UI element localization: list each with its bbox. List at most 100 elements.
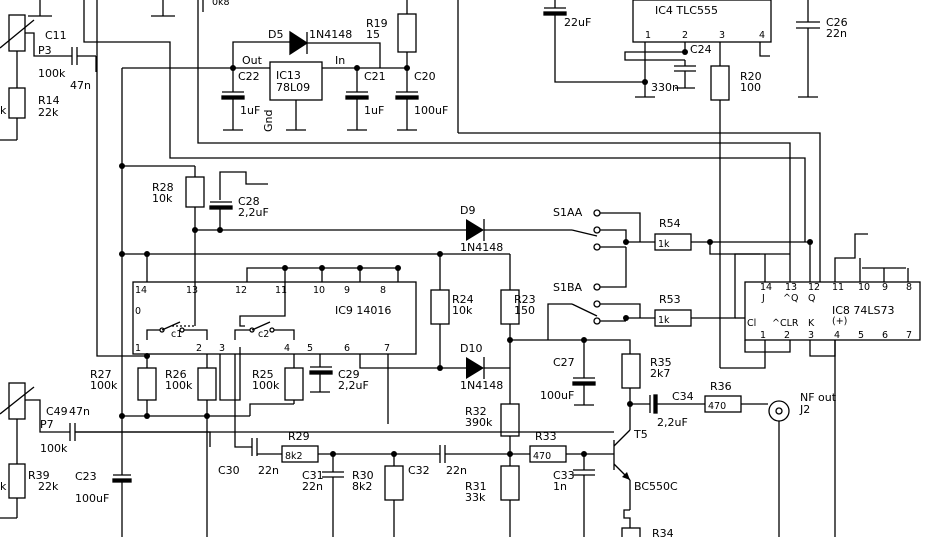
p3-label: P3: [38, 44, 52, 57]
r24-value: 10k: [452, 304, 473, 317]
c30-label: C30: [218, 464, 240, 477]
ic8-section: IC8 74LS73 14 13 12 11 10 9 8 J ^Q Q (+)…: [709, 233, 921, 537]
ic4-pin3: 3: [719, 30, 725, 41]
d5-value: 1N4148: [309, 28, 352, 41]
r36-label: R36: [710, 380, 732, 393]
c26-value: 22n: [826, 27, 847, 40]
r28-label: R28: [152, 181, 174, 194]
r23-value: 150: [514, 304, 535, 317]
d5-label: D5: [268, 28, 283, 41]
c27-label: C27: [553, 356, 575, 369]
r35-body: [621, 353, 641, 389]
c1-switch-label: c1: [171, 329, 182, 340]
r30-body: [384, 465, 404, 501]
diodes-switch-section: D9 1N4148 S1AA 1k R54 S1BA 1k R53: [460, 204, 813, 340]
r54-value: 1k: [658, 239, 670, 250]
ic8-sig-q: Q: [808, 293, 815, 304]
ic9-section: IC9 14016 0 14 13 12 11 10 9 8 1 2 3 4 5…: [96, 0, 510, 448]
r31-value: 33k: [465, 491, 486, 504]
ic8-pin2: 2: [784, 330, 790, 341]
d9-diode: [466, 219, 484, 241]
ic8-pin3: 3: [808, 330, 814, 341]
ic8-pin14: 14: [760, 282, 772, 293]
r34-label: R34: [652, 527, 674, 537]
p7-value: 100k: [40, 442, 68, 455]
ic4-pin2: 2: [682, 30, 688, 41]
ic9-label: IC9 14016: [335, 304, 391, 317]
c49-label: C49: [46, 405, 68, 418]
ic8-pin8: 8: [906, 282, 912, 293]
ic9-resistors: R27 100k R26 100k R25 100k C29 2,2uF: [90, 366, 369, 419]
c24-value: 330n: [651, 81, 679, 94]
top-left-value-label: 0k8: [212, 0, 230, 8]
r23-label: R23: [514, 293, 536, 306]
r24-body: [430, 289, 450, 325]
ic8-pin13: 13: [785, 282, 797, 293]
r35-label: R35: [650, 356, 672, 369]
r30-label: R30: [352, 469, 374, 482]
c29-value: 2,2uF: [338, 379, 369, 392]
power-supply-section: D5 1N4148 R19 15 IC13 78L09 Out In Gnd C…: [122, 0, 791, 250]
r39-value: 22k: [38, 480, 59, 493]
r26-body: [197, 367, 217, 401]
r30-value: 8k2: [352, 480, 372, 493]
ic8-body: [744, 281, 921, 341]
c28-label: C28: [238, 195, 260, 208]
ic8-sig-nq: ^Q: [783, 293, 798, 304]
ic8-pin11: 11: [832, 282, 844, 293]
c32-label: C32: [408, 464, 430, 477]
ic4-label: IC4 TLC555: [655, 4, 718, 17]
d10-diode: [466, 357, 484, 379]
ic8-label: IC8 74LS73: [832, 304, 895, 317]
c26-label: C26: [826, 16, 848, 29]
c34-label: C34: [672, 390, 694, 403]
ic8-sig-nclr: ^CLR: [772, 318, 799, 329]
c2-switch-label: c2: [258, 329, 269, 340]
ic9-pin6: 6: [344, 343, 350, 354]
r26-value: 100k: [165, 379, 193, 392]
ic8-sig-j: J: [761, 293, 765, 304]
c33-value: 1n: [553, 480, 567, 493]
c22-value: 1uF: [240, 104, 260, 117]
r20-value: 100: [740, 81, 761, 94]
d5-diode: [289, 30, 309, 56]
r20-body: [710, 65, 730, 101]
p3-r14-section: 0k8 C11 P3 100k 47n R14 22k k: [0, 0, 806, 242]
c22-label: C22: [238, 70, 260, 83]
left-edge-k-top: k: [0, 104, 7, 117]
r28-value: 10k: [152, 192, 173, 205]
r23-r24-d10-section: R24 10k R23 150 D10 1N4148 C27 100uF R32…: [430, 254, 631, 537]
ic9-pin9: 9: [344, 285, 350, 296]
ic8-pin7: 7: [906, 330, 912, 341]
ic8-pin10: 10: [858, 282, 870, 293]
d10-label: D10: [460, 342, 482, 355]
ic4-pin1: 1: [645, 30, 651, 41]
c33-label: C33: [553, 469, 575, 482]
r14-label: R14: [38, 94, 60, 107]
ic13-in-label: In: [335, 54, 345, 67]
ic8-sig-cl: Cl: [747, 318, 756, 329]
ic9-pin2: 2: [196, 343, 202, 354]
r24-label: R24: [452, 293, 474, 306]
ic4-pin4: 4: [759, 30, 765, 41]
s1ba-label: S1BA: [553, 281, 583, 294]
c31-label: C31: [302, 469, 324, 482]
nf-out-label: NF out: [800, 391, 837, 404]
ic9-pin8: 8: [380, 285, 386, 296]
ic8-pin9: 9: [882, 282, 888, 293]
ic9-pin3: 3: [219, 343, 225, 354]
r53-value: 1k: [658, 315, 670, 326]
c32-value: 22n: [446, 464, 467, 477]
j2-label: J2: [799, 403, 810, 416]
d9-value: 1N4148: [460, 241, 503, 254]
left-edge-k-bottom: k: [0, 480, 7, 493]
ic8-pin5: 5: [858, 330, 864, 341]
c28-value: 2,2uF: [238, 206, 269, 219]
p3-body: [8, 14, 26, 52]
ic8-sig-k: K: [808, 318, 815, 329]
left-rails: C23 100uF: [75, 68, 195, 537]
ic9-pin5: 5: [307, 343, 313, 354]
r31-label: R31: [465, 480, 487, 493]
ic9-pin10: 10: [313, 285, 325, 296]
